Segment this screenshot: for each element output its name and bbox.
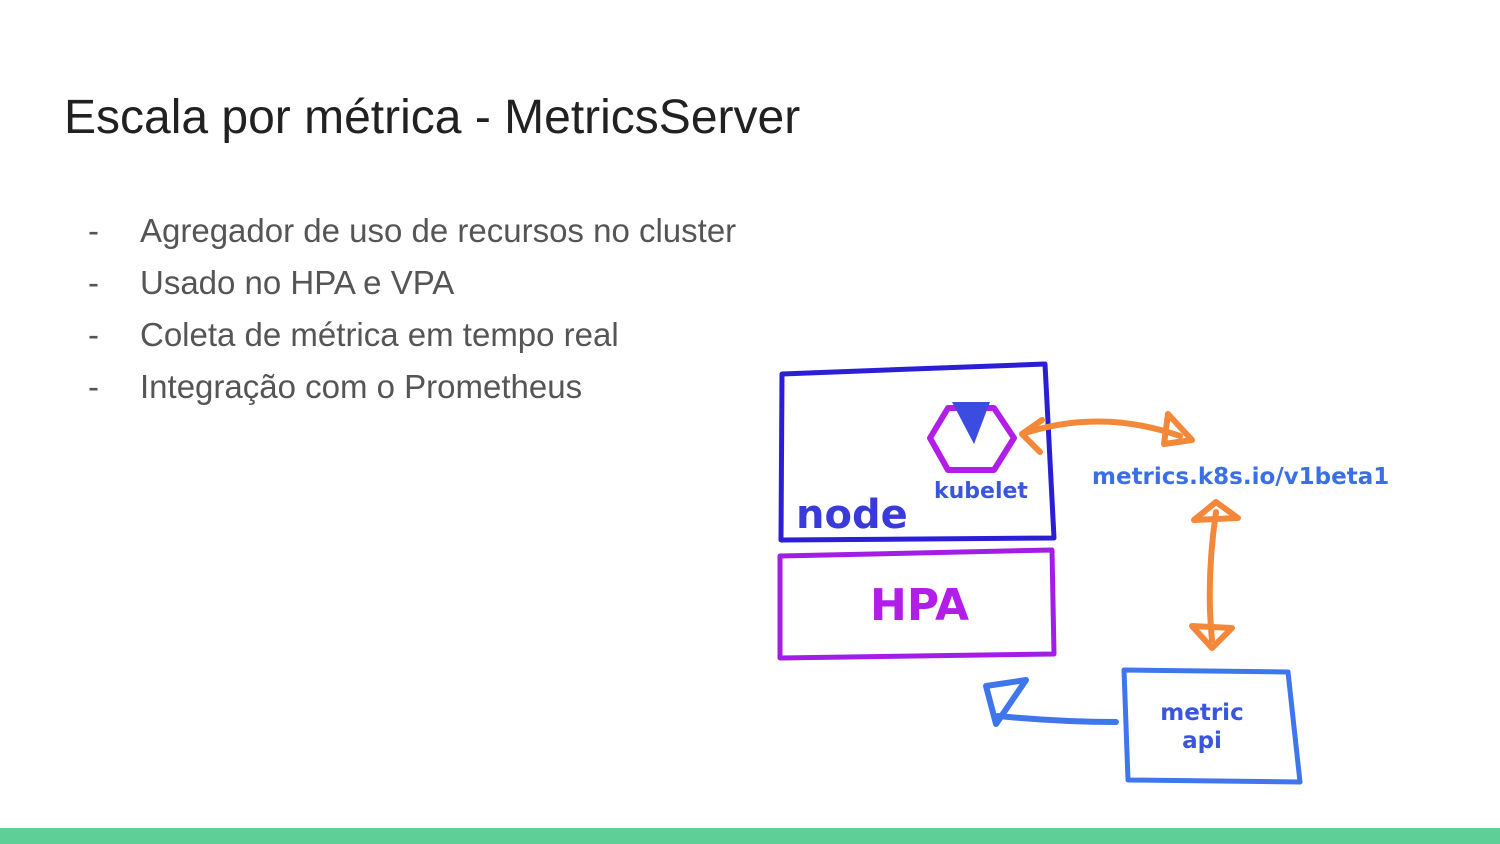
bullet-item: - Integração com o Prometheus — [88, 361, 736, 413]
bullet-item: - Usado no HPA e VPA — [88, 257, 736, 309]
kubelet-icon — [927, 402, 1017, 473]
metrics-server-diagram: node kubelet HPA metrics.k8s.io/v1beta1 … — [777, 361, 1389, 785]
node-box — [778, 361, 1057, 543]
bullet-list: - Agregador de uso de recursos no cluste… — [88, 205, 736, 413]
hpa-label: HPA — [870, 580, 969, 631]
bullet-marker: - — [88, 316, 99, 353]
footer-accent-bar — [0, 828, 1500, 844]
bullet-text: Agregador de uso de recursos no cluster — [140, 212, 737, 249]
hpa-box — [777, 547, 1057, 661]
bullet-marker: - — [88, 264, 99, 301]
api-hpa-arrow — [983, 677, 1119, 727]
endpoint-api-arrow — [1189, 499, 1241, 651]
kubelet-label: kubelet — [934, 479, 1028, 504]
bullet-text: Coleta de métrica em tempo real — [140, 316, 619, 353]
metric-api-label: api — [1182, 728, 1222, 754]
metric-api-box — [1121, 667, 1303, 785]
kubelet-endpoint-arrow — [1019, 411, 1195, 455]
node-label: node — [796, 492, 908, 538]
metric-api-label: metric — [1160, 700, 1243, 726]
bullet-item: - Agregador de uso de recursos no cluste… — [88, 205, 736, 257]
slide-title: Escala por métrica - MetricsServer — [64, 91, 801, 144]
bullet-text: Integração com o Prometheus — [140, 368, 583, 405]
bullet-item: - Coleta de métrica em tempo real — [88, 309, 736, 361]
bullet-marker: - — [88, 368, 99, 405]
bullet-marker: - — [88, 212, 99, 249]
metrics-endpoint-label: metrics.k8s.io/v1beta1 — [1092, 464, 1389, 490]
bullet-text: Usado no HPA e VPA — [140, 264, 455, 301]
